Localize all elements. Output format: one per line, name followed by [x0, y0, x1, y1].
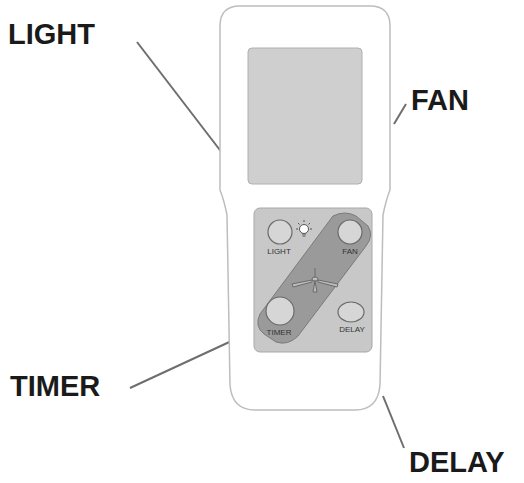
remote-body [220, 6, 390, 410]
button-panel [254, 208, 372, 352]
callout-label: DELAY [409, 448, 505, 477]
callout-label: TIMER [10, 372, 100, 401]
button-label: FAN [342, 248, 358, 256]
leader-line [130, 338, 238, 388]
button-label: TIMER [267, 329, 292, 337]
button-label: LIGHT [267, 248, 291, 256]
callout-label: LIGHT [8, 20, 95, 49]
button-label: DELAY [339, 326, 365, 334]
buttons [266, 220, 364, 325]
timer-button [266, 297, 294, 325]
bulb-icon [296, 220, 312, 236]
fan-button [338, 220, 362, 244]
light-button [268, 220, 292, 244]
leader-line [383, 396, 404, 448]
delay-button [338, 302, 364, 322]
leader-line [394, 104, 406, 124]
leader-line [137, 42, 226, 158]
lcd-screen [248, 48, 362, 184]
diagonal-band [258, 213, 371, 343]
callout-label: FAN [411, 86, 469, 115]
fan-icon [292, 268, 338, 292]
